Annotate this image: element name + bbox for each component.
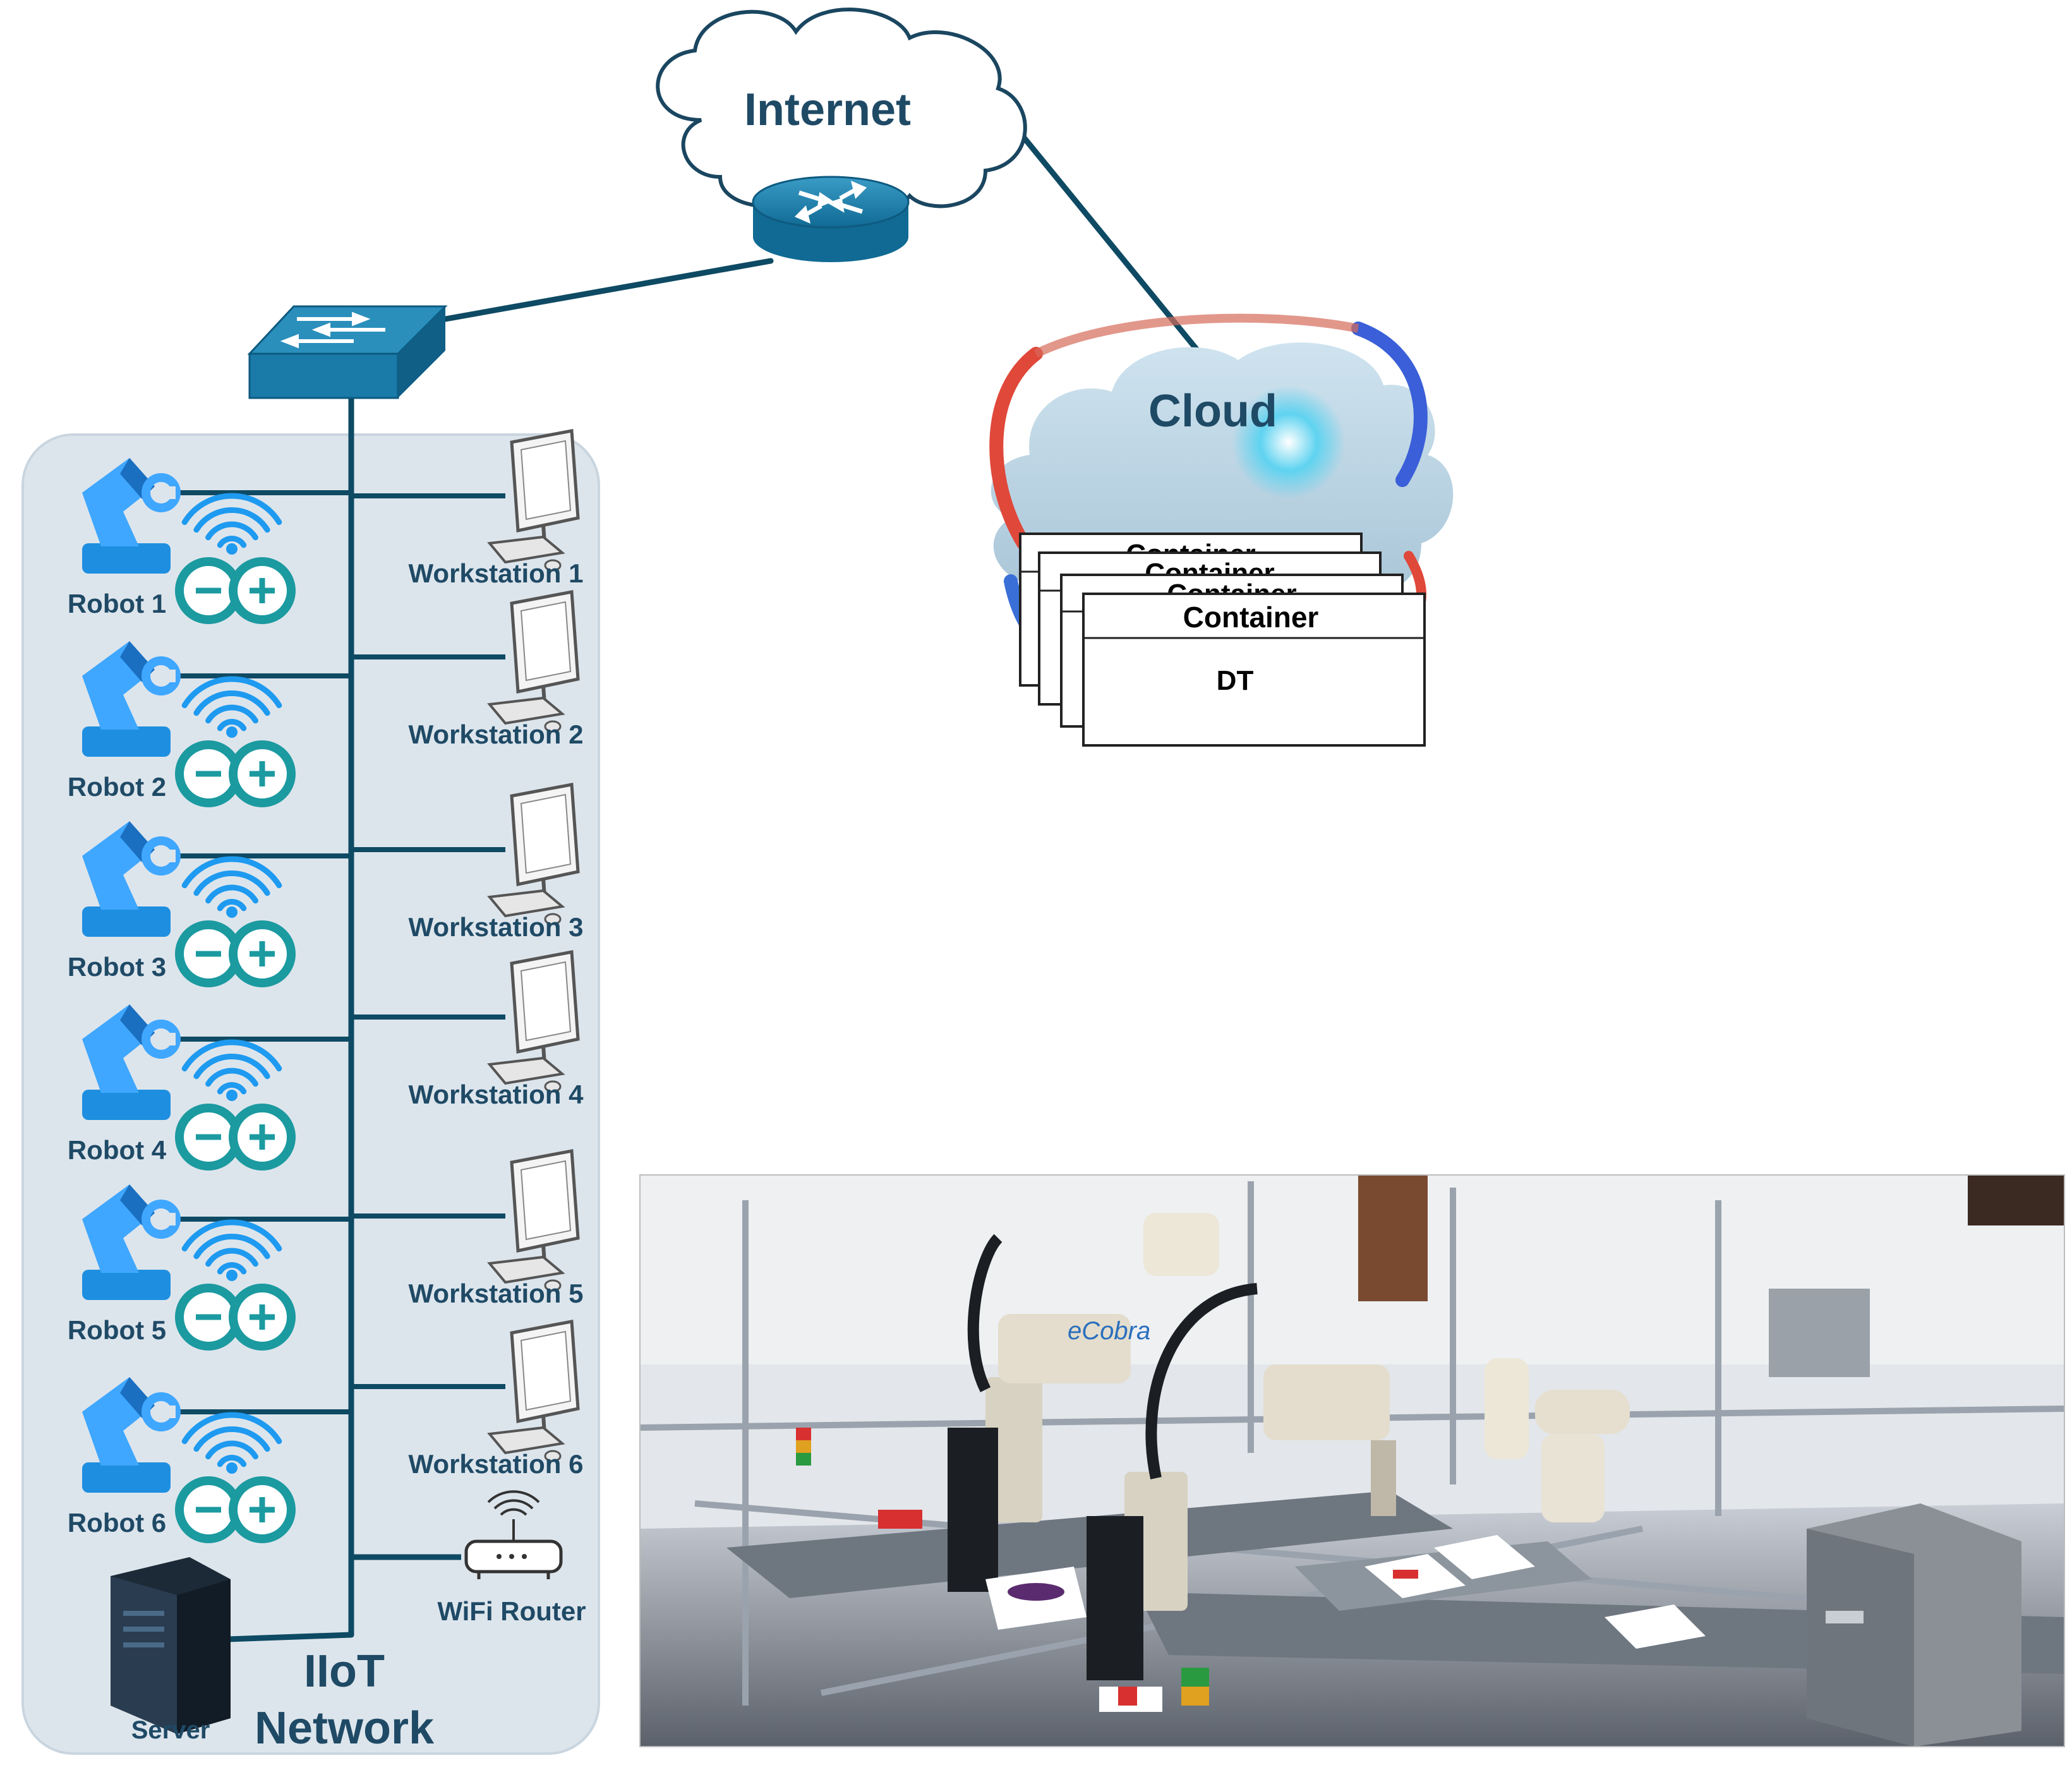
- computer-icon: [487, 1320, 580, 1462]
- wifi-router-label: WiFi Router: [437, 1596, 586, 1626]
- internet-node: Internet: [656, 8, 1027, 262]
- robot-row: Robot 5: [68, 1184, 351, 1351]
- computer-icon: [487, 429, 580, 572]
- robot-label: Robot 4: [68, 1135, 167, 1165]
- workstation-row: Workstation 4: [351, 950, 584, 1109]
- iiot-title-line1: IIoT: [304, 1646, 385, 1697]
- computer-icon: [487, 950, 580, 1093]
- switch-icon: [247, 305, 448, 399]
- workstation-row: Workstation 6: [351, 1320, 584, 1479]
- arduino-icon: [175, 920, 296, 987]
- workstation-label: Workstation 3: [409, 912, 584, 942]
- ecobra-text: eCobra: [1068, 1317, 1150, 1345]
- robot-arm-icon: [82, 1184, 181, 1300]
- cloud-shape: [991, 342, 1454, 596]
- wifi-icon: [181, 493, 282, 555]
- wifi-icon: [181, 1039, 282, 1101]
- robot-row: Robot 1: [68, 458, 351, 624]
- robot-label: Robot 3: [68, 952, 166, 982]
- server-node: Server: [111, 1557, 231, 1744]
- robot-arm-icon: [82, 1004, 181, 1120]
- computer-icon: [487, 590, 580, 733]
- signal-tower: [796, 1428, 1209, 1706]
- router-icon: [752, 176, 910, 262]
- robot-row: Robot 6: [68, 1377, 351, 1543]
- robot-arm-icon: [82, 458, 181, 574]
- workstation-label: Workstation 5: [409, 1279, 584, 1308]
- computer-icon: [487, 783, 580, 925]
- robot-label: Robot 5: [68, 1315, 166, 1345]
- wifi-icon: [181, 856, 282, 918]
- container-title: Container: [1183, 601, 1319, 634]
- scara-robot: eCobra: [948, 1234, 1150, 1592]
- workstation-row: Workstation 3: [351, 783, 584, 942]
- machine-enclosure: [1769, 1289, 2021, 1747]
- workstation-row: Workstation 2: [351, 590, 584, 749]
- robot-label: Robot 6: [68, 1508, 166, 1538]
- internet-label: Internet: [744, 85, 911, 135]
- wifi-icon: [181, 1412, 282, 1474]
- wifi-icon: [181, 1219, 282, 1281]
- container-stack: Container DT Container DT Container DT C…: [1019, 533, 1426, 747]
- server-icon: [111, 1557, 231, 1734]
- arduino-icon: [175, 740, 296, 807]
- workstation-label: Workstation 6: [409, 1449, 584, 1479]
- workstation-label: Workstation 4: [409, 1080, 584, 1109]
- wifi-router-icon: [464, 1490, 563, 1579]
- workstation-label: Workstation 2: [409, 719, 584, 749]
- arduino-icon: [175, 1104, 296, 1171]
- arduino-icon: [175, 557, 296, 624]
- container-card: Container DT: [1082, 593, 1426, 747]
- robot-arm-icon: [82, 641, 181, 757]
- network-rows: Robot 1 Robot 2 Robot 3 Robot 4 Robot 5 Robot…: [68, 429, 584, 1543]
- cloud-label: Cloud: [1148, 386, 1277, 436]
- scara-robot: [1087, 1283, 1396, 1680]
- computer-icon: [487, 1149, 580, 1292]
- robot-label: Robot 2: [68, 772, 166, 802]
- workstation-row: Workstation 5: [351, 1149, 584, 1308]
- wifi-icon: [181, 676, 282, 738]
- articulated-robot: [1143, 1213, 1630, 1522]
- workstation-label: Workstation 1: [409, 558, 584, 588]
- wifi-router-node: WiFi Router: [351, 1490, 586, 1626]
- robot-label: Robot 1: [68, 589, 166, 618]
- workpiece-plates: [878, 1510, 1706, 1712]
- factory-photo: eCobra: [639, 1174, 2065, 1747]
- robot-row: Robot 3: [68, 821, 351, 987]
- workstation-row: Workstation 1: [351, 429, 584, 588]
- container-dt: DT: [1217, 665, 1254, 696]
- arduino-icon: [175, 1284, 296, 1351]
- robot-arm-icon: [82, 821, 181, 937]
- robot-row: Robot 2: [68, 641, 351, 807]
- iiot-title-line2: Network: [255, 1703, 435, 1754]
- arduino-icon: [175, 1476, 296, 1543]
- server-label: Server: [131, 1716, 210, 1744]
- robot-arm-icon: [82, 1377, 181, 1493]
- robot-row: Robot 4: [68, 1004, 351, 1171]
